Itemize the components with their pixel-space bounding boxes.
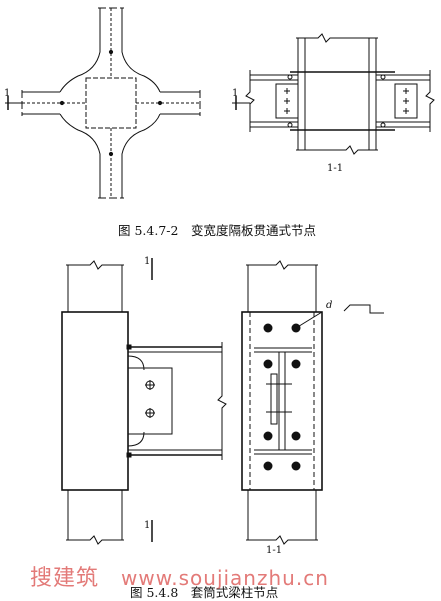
fig1-section-mark-left: 1: [4, 88, 11, 99]
fig2-section-label: 1-1: [266, 545, 283, 556]
fig2-section-mark-bottom: 1: [144, 520, 151, 531]
fig1-section-view: [232, 33, 435, 155]
fig1-plan-view: [5, 7, 201, 199]
fig2-section-mark-top: 1: [144, 256, 151, 267]
fig2-caption: 图 5.4.8 套筒式梁柱节点: [130, 585, 279, 600]
watermark-url: www.soujianzhu.cn: [121, 566, 329, 590]
fig1-caption: 图 5.4.7-2 变宽度隔板贯通式节点: [118, 223, 316, 238]
fig1-section-mark-right: 1: [232, 88, 239, 99]
fig2-dimension-label: d: [326, 300, 333, 311]
fig2-section-view: [241, 260, 384, 545]
watermark: 搜建筑 www.soujianzhu.cn: [30, 560, 329, 592]
fig2-elevation-view: [61, 258, 227, 545]
fig1-section-label: 1-1: [327, 163, 344, 174]
watermark-cn: 搜建筑: [30, 566, 100, 591]
